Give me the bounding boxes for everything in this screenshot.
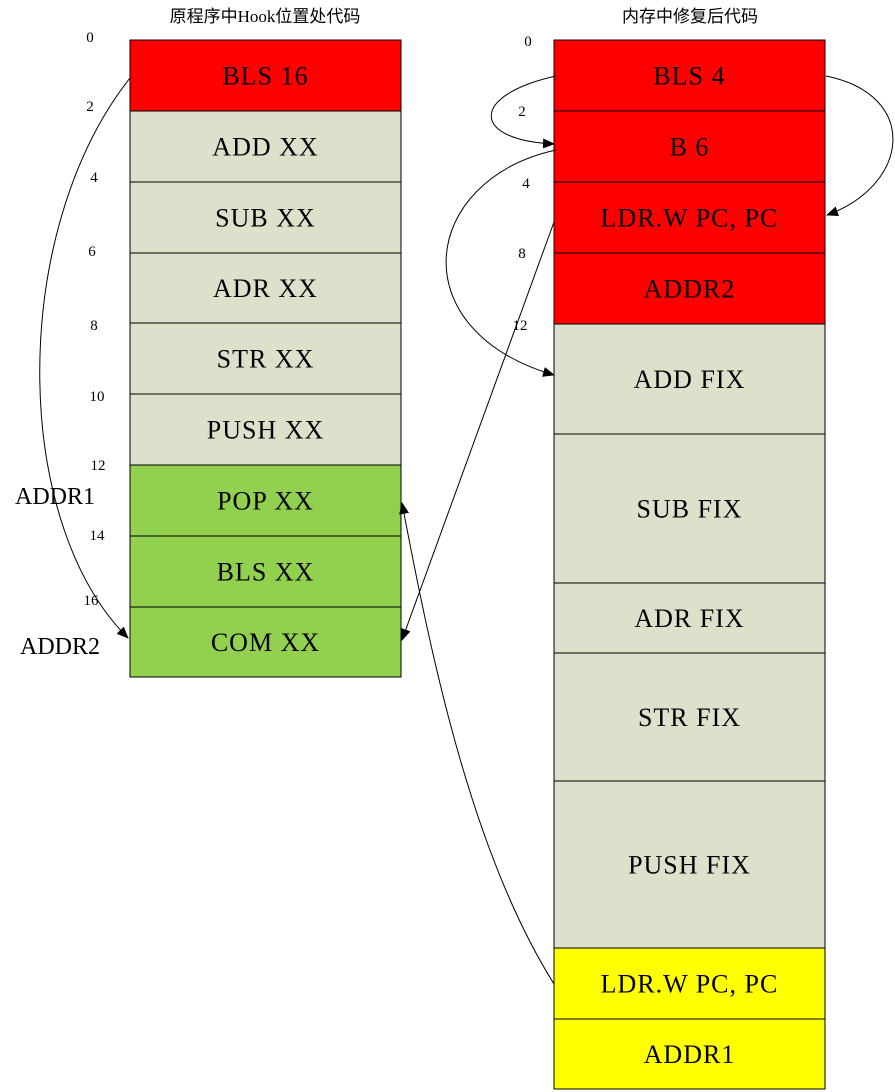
left-offset-6: 12 bbox=[91, 458, 106, 474]
right-offset-3: 8 bbox=[518, 246, 526, 262]
left-cell-4 bbox=[129, 322, 402, 395]
right-cell-label-3: ADDR2 bbox=[644, 275, 736, 304]
right-cell-label-4: ADD FIX bbox=[634, 365, 746, 394]
right-cell-8 bbox=[553, 780, 826, 949]
right-cell-label-0: BLS 4 bbox=[653, 62, 725, 91]
right-cell-1 bbox=[553, 110, 826, 183]
right-cell-2 bbox=[553, 181, 826, 254]
left-offset-7: 14 bbox=[90, 528, 106, 544]
right-offset-labels: 0 2 4 8 12 bbox=[513, 34, 532, 334]
left-cell-5 bbox=[129, 393, 402, 466]
left-cell-7 bbox=[129, 535, 402, 608]
left-cell-label-4: STR XX bbox=[217, 345, 315, 374]
right-cell-6 bbox=[553, 582, 826, 654]
left-offset-3: 6 bbox=[88, 244, 96, 260]
right-cell-label-2: LDR.W PC, PC bbox=[601, 204, 779, 233]
left-offset-1: 2 bbox=[86, 99, 94, 115]
arrow-right-bls-to-ldr bbox=[825, 75, 894, 216]
left-cell-label-7: BLS XX bbox=[217, 558, 315, 587]
left-offset-2: 4 bbox=[90, 170, 98, 186]
left-cell-label-2: SUB XX bbox=[215, 204, 316, 233]
arrow-right-loop-to-b bbox=[490, 75, 557, 149]
right-cell-9 bbox=[553, 947, 826, 1020]
right-cell-label-1: B 6 bbox=[670, 133, 710, 162]
right-cell-label-8: PUSH FIX bbox=[628, 851, 751, 880]
arrow-left-bls-to-com bbox=[39, 77, 131, 639]
left-addr1-label: ADDR1 bbox=[15, 484, 95, 510]
right-cell-label-9: LDR.W PC, PC bbox=[601, 970, 779, 999]
left-cell-1 bbox=[129, 110, 402, 183]
left-offset-8: 16 bbox=[84, 593, 100, 609]
right-offset-0: 0 bbox=[524, 34, 532, 50]
left-offset-labels: 0 2 4 6 8 10 12 14 16 bbox=[84, 30, 106, 609]
right-cell-0 bbox=[553, 39, 826, 112]
arrow-right-ldr-to-com bbox=[401, 221, 555, 641]
right-cell-5 bbox=[553, 433, 826, 584]
right-cell-label-7: STR FIX bbox=[638, 703, 741, 732]
left-cell-0 bbox=[129, 39, 402, 112]
left-cell-label-8: COM XX bbox=[211, 628, 320, 657]
left-offset-4: 8 bbox=[90, 318, 98, 334]
left-cell-3 bbox=[129, 252, 402, 324]
left-cell-2 bbox=[129, 181, 402, 254]
left-cell-label-0: BLS 16 bbox=[222, 62, 308, 91]
right-cell-10 bbox=[553, 1018, 826, 1090]
jump-arrows bbox=[39, 75, 894, 985]
right-cell-label-5: SUB FIX bbox=[637, 495, 743, 524]
right-cell-label-10: ADDR1 bbox=[644, 1040, 736, 1069]
arrow-right-b-to-add bbox=[445, 149, 557, 377]
left-cell-8 bbox=[129, 606, 402, 678]
left-cell-label-5: PUSH XX bbox=[207, 416, 325, 445]
right-offset-2: 4 bbox=[522, 176, 530, 192]
arrow-yellow-to-pop bbox=[399, 502, 555, 985]
right-cell-4 bbox=[553, 323, 826, 435]
left-code-column: BLS 16 ADD XX SUB XX ADR XX STR XX PUSH XX POP… bbox=[129, 39, 402, 678]
right-cell-3 bbox=[553, 252, 826, 325]
left-cell-label-1: ADD XX bbox=[212, 133, 318, 162]
right-title: 内存中修复后代码 bbox=[622, 7, 758, 26]
left-title: 原程序中Hook位置处代码 bbox=[170, 7, 361, 26]
right-cell-label-6: ADR FIX bbox=[634, 604, 744, 633]
left-cell-label-6: POP XX bbox=[217, 487, 314, 516]
left-cell-label-3: ADR XX bbox=[213, 274, 318, 303]
right-cell-7 bbox=[553, 652, 826, 782]
right-offset-1: 2 bbox=[518, 104, 526, 120]
left-addr2-label: ADDR2 bbox=[20, 634, 100, 660]
left-offset-5: 10 bbox=[90, 389, 105, 405]
right-offset-4: 12 bbox=[513, 318, 528, 334]
left-offset-0: 0 bbox=[86, 30, 94, 46]
